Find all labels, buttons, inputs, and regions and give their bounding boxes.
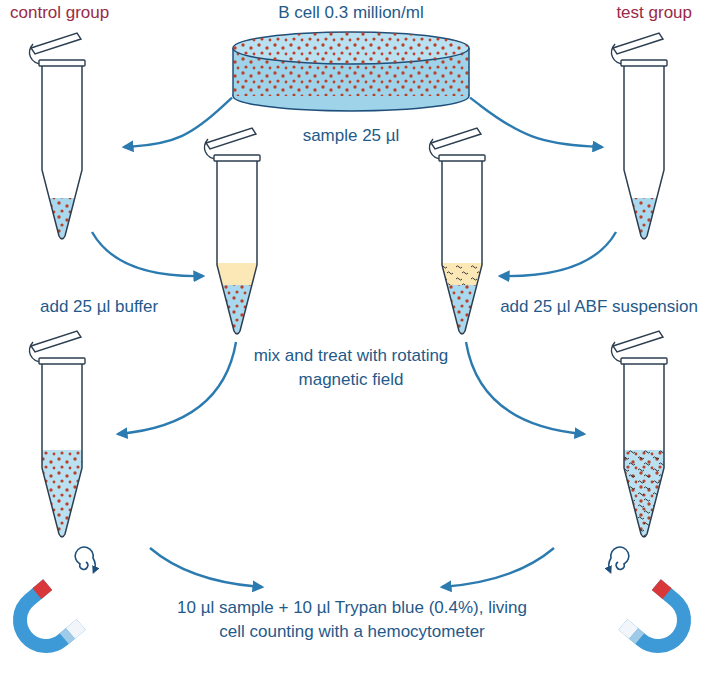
step-label: add 25 µl buffer bbox=[40, 295, 210, 319]
group-heading: test group bbox=[614, 3, 694, 23]
tube bbox=[30, 331, 85, 546]
sample-arrow bbox=[470, 98, 602, 147]
magnet-symbol bbox=[9, 585, 81, 657]
sample-arrow bbox=[124, 98, 232, 147]
step-label: mix and treat with rotating magnetic fie… bbox=[248, 344, 454, 392]
tube bbox=[430, 128, 485, 343]
sample-heading: B cell 0.3 million/ml bbox=[276, 3, 426, 23]
tube-group-box: control group bbox=[8, 3, 120, 243]
process-arrow bbox=[92, 232, 616, 587]
step-label: add 25 µl ABF suspension bbox=[468, 295, 698, 319]
group-heading: control group bbox=[8, 3, 111, 23]
tube bbox=[612, 331, 667, 546]
step-label: 10 µl sample + 10 µl Trypan blue (0.4%),… bbox=[166, 596, 538, 644]
tube bbox=[205, 128, 260, 343]
step-label: sample 25 µl bbox=[266, 124, 436, 148]
petri-dish bbox=[233, 32, 469, 111]
rotation-symbol bbox=[75, 547, 95, 571]
tube bbox=[612, 33, 667, 248]
rotation-symbol bbox=[609, 547, 629, 571]
dish-box: B cell 0.3 million/ml bbox=[232, 3, 470, 113]
magnet-symbol bbox=[623, 585, 695, 657]
tube bbox=[30, 33, 85, 248]
tube-group-box: test group bbox=[606, 3, 694, 243]
